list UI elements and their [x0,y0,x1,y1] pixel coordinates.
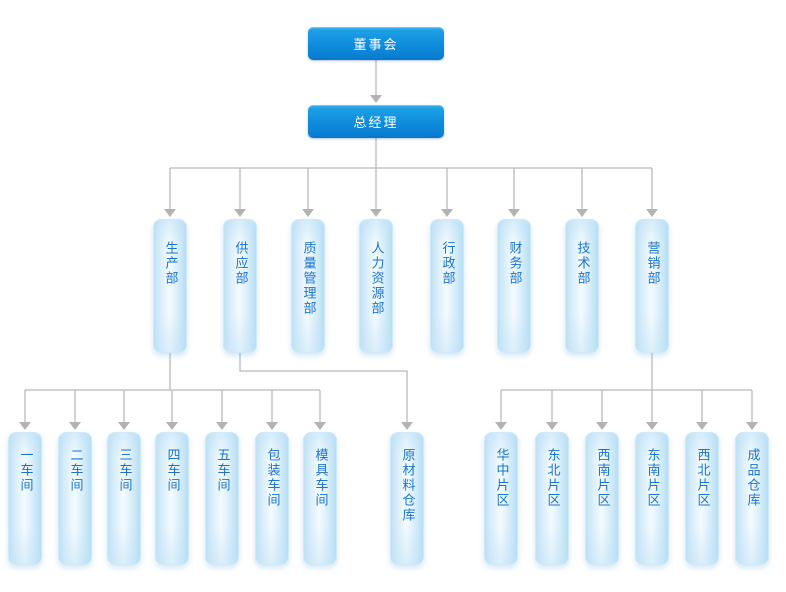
workshop-4-node[interactable]: 四车间 [155,432,189,565]
raw-material-warehouse-node[interactable]: 原材料仓库 [390,432,424,565]
finished-goods-warehouse-node[interactable]: 成品仓库 [735,432,769,565]
mold-workshop-node[interactable]: 模具车间 [303,432,337,565]
node-label: 成品仓库 [744,448,760,508]
human-resources-dept-node[interactable]: 人力资源部 [359,219,393,353]
node-label: 总经理 [353,116,399,131]
board-of-directors-node[interactable]: 董事会 [308,27,444,60]
node-label: 行政部 [439,241,455,286]
node-label: 华中片区 [493,448,509,508]
region-dongbei-node[interactable]: 东北片区 [535,432,569,565]
node-label: 财务部 [506,241,522,286]
node-label: 供应部 [232,241,248,286]
node-label: 董事会 [353,38,399,53]
node-label: 包装车间 [264,448,280,508]
node-label: 东南片区 [644,448,660,508]
node-label: 二车间 [67,448,83,493]
node-label: 西南片区 [594,448,610,508]
workshop-3-node[interactable]: 三车间 [107,432,141,565]
region-xibei-node[interactable]: 西北片区 [685,432,719,565]
node-label: 五车间 [214,448,230,493]
node-label: 营销部 [644,241,660,286]
node-label: 生产部 [162,241,178,286]
admin-dept-node[interactable]: 行政部 [430,219,464,353]
supply-dept-node[interactable]: 供应部 [223,219,257,353]
quality-management-dept-node[interactable]: 质量管理部 [291,219,325,353]
production-dept-node[interactable]: 生产部 [153,219,187,353]
node-label: 质量管理部 [300,241,316,316]
general-manager-node[interactable]: 总经理 [308,105,444,138]
node-label: 一车间 [17,448,33,493]
technology-dept-node[interactable]: 技术部 [565,219,599,353]
node-label: 三车间 [116,448,132,493]
marketing-dept-node[interactable]: 营销部 [635,219,669,353]
packaging-workshop-node[interactable]: 包装车间 [255,432,289,565]
node-label: 四车间 [164,448,180,493]
node-label: 东北片区 [544,448,560,508]
workshop-5-node[interactable]: 五车间 [205,432,239,565]
node-label: 模具车间 [312,448,328,508]
finance-dept-node[interactable]: 财务部 [497,219,531,353]
region-dongnan-node[interactable]: 东南片区 [635,432,669,565]
region-xinan-node[interactable]: 西南片区 [585,432,619,565]
node-label: 人力资源部 [368,241,384,316]
workshop-2-node[interactable]: 二车间 [58,432,92,565]
node-label: 技术部 [574,241,590,286]
workshop-1-node[interactable]: 一车间 [8,432,42,565]
node-label: 西北片区 [694,448,710,508]
region-huazhong-node[interactable]: 华中片区 [484,432,518,565]
node-label: 原材料仓库 [399,448,415,523]
